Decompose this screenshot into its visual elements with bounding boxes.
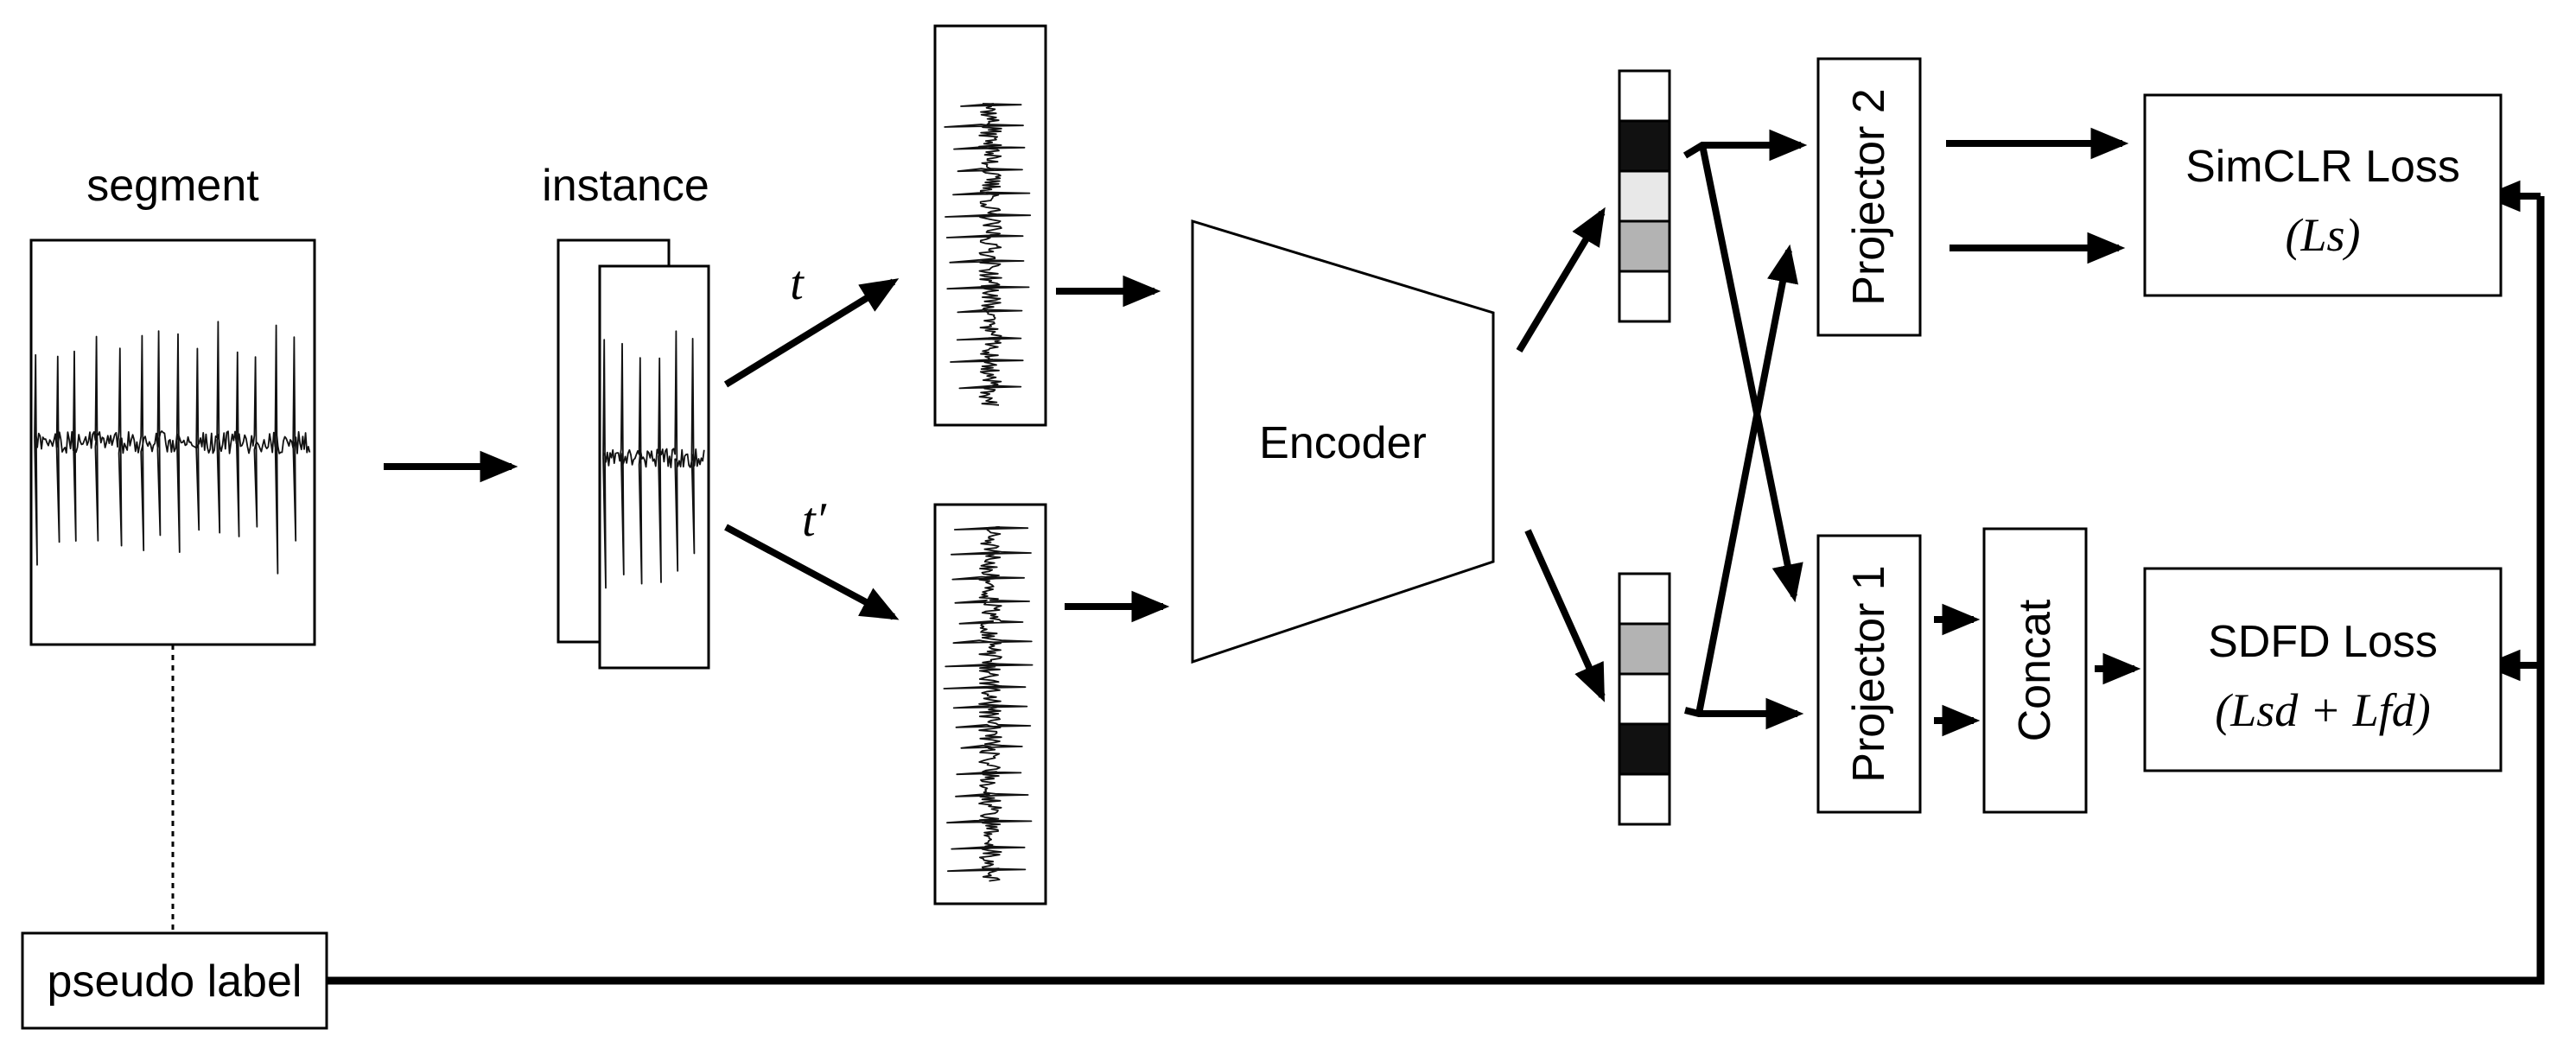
projector-1-label: Projector 1 [1844,565,1894,782]
pseudo-label-text: pseudo label [48,956,302,1007]
projector-2-label: Projector 2 [1844,88,1894,305]
embedding-bottom-cell [1618,772,1671,826]
segment-signal [34,321,311,575]
arrow-emb-bottom-proj2 [1695,244,1799,715]
augment-t-prime-label: t′ [802,493,827,547]
embedding-bottom [1618,572,1671,826]
simclr-loss-formula: (Ls) [2285,209,2360,261]
instance-label: instance [542,161,709,211]
view-t-signal [944,103,1032,406]
embedding-top-cell [1618,219,1671,273]
arrow-encoder-embedding-bottom [1524,529,1606,702]
sdfd-loss-label: SDFD Loss [2208,617,2438,667]
embedding-bottom-cell [1618,722,1671,776]
sdfd-loss-box [2143,567,2503,772]
embedding-bottom-cell [1618,672,1671,726]
augment-t-label: t [790,257,805,310]
concat-label: Concat [2010,599,2060,741]
concat-box [1982,527,2088,814]
segment-label: segment [86,161,259,211]
arrow-augment-t-prime [724,524,900,620]
simclr-loss-label: SimCLR Loss [2185,142,2460,192]
projector-2-box [1816,57,1922,337]
sdfd-loss-formula: (Lsd + Lfd) [2215,684,2431,736]
arrow-encoder-embedding-top [1516,206,1606,353]
embedding-bottom-cell [1618,572,1671,626]
embedding-bottom-cell [1618,622,1671,676]
arrow-emb-top-proj1 [1699,144,1803,603]
projector-1-box [1816,534,1922,814]
view-t-prime-signal [943,526,1034,882]
encoder-block [1191,219,1495,664]
simclr-loss-box [2143,93,2503,297]
embedding-top [1618,69,1671,323]
encoder-label: Encoder [1259,418,1427,468]
instance-signal [602,330,705,589]
arrow-augment-t [723,278,900,388]
embedding-top-cell [1618,119,1671,173]
embedding-top-cell [1618,169,1671,223]
pseudo-label-box [21,931,328,1030]
embedding-top-cell [1618,270,1671,323]
embedding-top-cell [1618,69,1671,123]
feedback-line [327,196,2545,985]
